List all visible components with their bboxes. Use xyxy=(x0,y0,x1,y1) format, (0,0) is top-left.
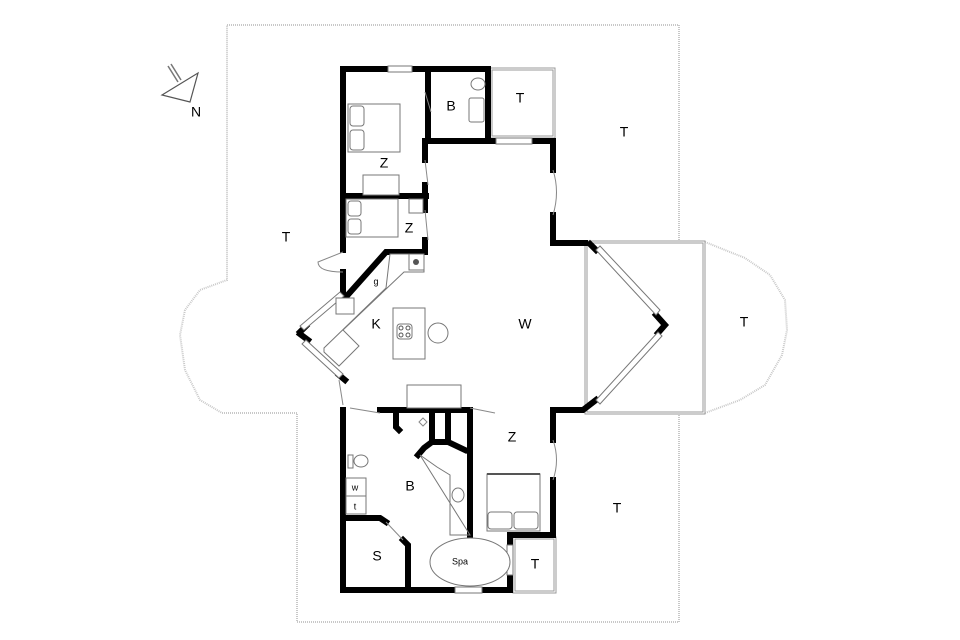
room-label-terrace-east: T xyxy=(740,314,749,330)
room-label-bathroom-2: B xyxy=(405,478,414,494)
room-label-bedroom-2: Z xyxy=(405,220,414,236)
window xyxy=(301,339,344,379)
windows xyxy=(299,65,663,594)
window xyxy=(387,65,413,73)
door xyxy=(424,209,429,241)
door xyxy=(552,169,557,216)
appliance-label-g: g xyxy=(373,276,378,286)
room-label-bathroom-1: B xyxy=(446,98,455,114)
toilet xyxy=(353,454,369,468)
room-label-terrace-ne: T xyxy=(516,90,525,106)
window xyxy=(495,137,533,145)
window xyxy=(299,291,345,331)
door xyxy=(424,91,432,113)
room-label-terrace-north: T xyxy=(620,124,629,140)
door xyxy=(469,407,496,414)
toilet xyxy=(470,77,486,91)
wardrobe xyxy=(408,198,424,214)
desk xyxy=(362,174,400,196)
north-arrow-icon: N xyxy=(160,63,201,120)
walls xyxy=(295,66,670,593)
door xyxy=(338,379,344,406)
room-label-living: W xyxy=(518,316,532,332)
window xyxy=(454,586,483,594)
fixtures xyxy=(323,77,541,587)
door xyxy=(385,521,404,541)
room-label-terrace-south: T xyxy=(613,500,622,516)
appliance-label-washer: w xyxy=(351,482,359,492)
room-label-terrace-west: T xyxy=(282,229,291,245)
east-deck xyxy=(584,240,706,415)
sink xyxy=(468,97,485,123)
dryer-box xyxy=(345,495,367,515)
door xyxy=(552,439,557,481)
kitchen-sink xyxy=(335,297,355,315)
north-label: N xyxy=(191,104,201,120)
window xyxy=(595,245,661,316)
room-label-bedroom-3: Z xyxy=(508,429,517,445)
room-label-bedroom-1: Z xyxy=(380,155,389,171)
sideboard xyxy=(406,384,462,409)
sink xyxy=(451,487,465,503)
cooktop xyxy=(396,323,413,340)
room-label-terrace-se: T xyxy=(531,556,540,572)
door xyxy=(424,159,429,186)
room-label-sauna: S xyxy=(372,548,381,564)
room-label-spa: Spa xyxy=(452,556,468,566)
room-label-kitchen: K xyxy=(371,316,381,332)
stool xyxy=(427,322,449,344)
shower-head xyxy=(418,417,428,427)
appliance-label-dryer: t xyxy=(354,501,357,511)
window xyxy=(595,331,663,405)
entrance-door xyxy=(317,251,344,273)
doors xyxy=(317,91,557,541)
terrace-boundary xyxy=(178,24,789,623)
spa-tub xyxy=(429,537,511,587)
door xyxy=(349,407,381,414)
room-labels: Z B T T T Z g K W T Z B w t S Spa T T xyxy=(282,90,749,572)
